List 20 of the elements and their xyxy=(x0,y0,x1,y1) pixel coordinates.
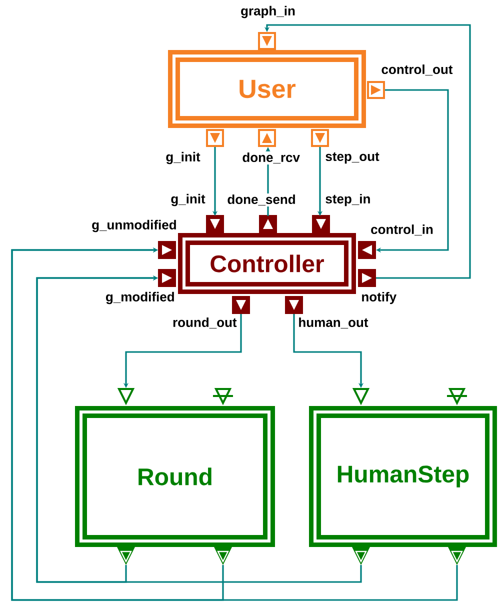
port-label: g_init xyxy=(164,150,202,166)
port-label: human_out xyxy=(297,316,370,330)
port-label: g_init xyxy=(170,192,206,208)
port-label: step_in xyxy=(324,192,372,208)
port-label: g_modified xyxy=(104,290,176,306)
port-label: done_send xyxy=(226,194,297,206)
actor-box: Controller xyxy=(178,233,356,294)
port-label: control_in xyxy=(370,224,434,236)
actor-box: User xyxy=(168,50,366,128)
connector xyxy=(11,247,458,601)
port-label: control_out xyxy=(380,64,454,77)
actor-box: Round xyxy=(75,406,275,547)
port-label: step_out xyxy=(324,151,380,165)
port-label: graph_in xyxy=(240,4,296,20)
connector xyxy=(36,275,362,583)
port-label: done_rcv xyxy=(241,152,301,164)
port-label: notify xyxy=(360,290,398,306)
actor-box: HumanStep xyxy=(309,406,497,547)
port-label: g_unmodified xyxy=(90,218,178,234)
port-label: round_out xyxy=(172,316,238,330)
